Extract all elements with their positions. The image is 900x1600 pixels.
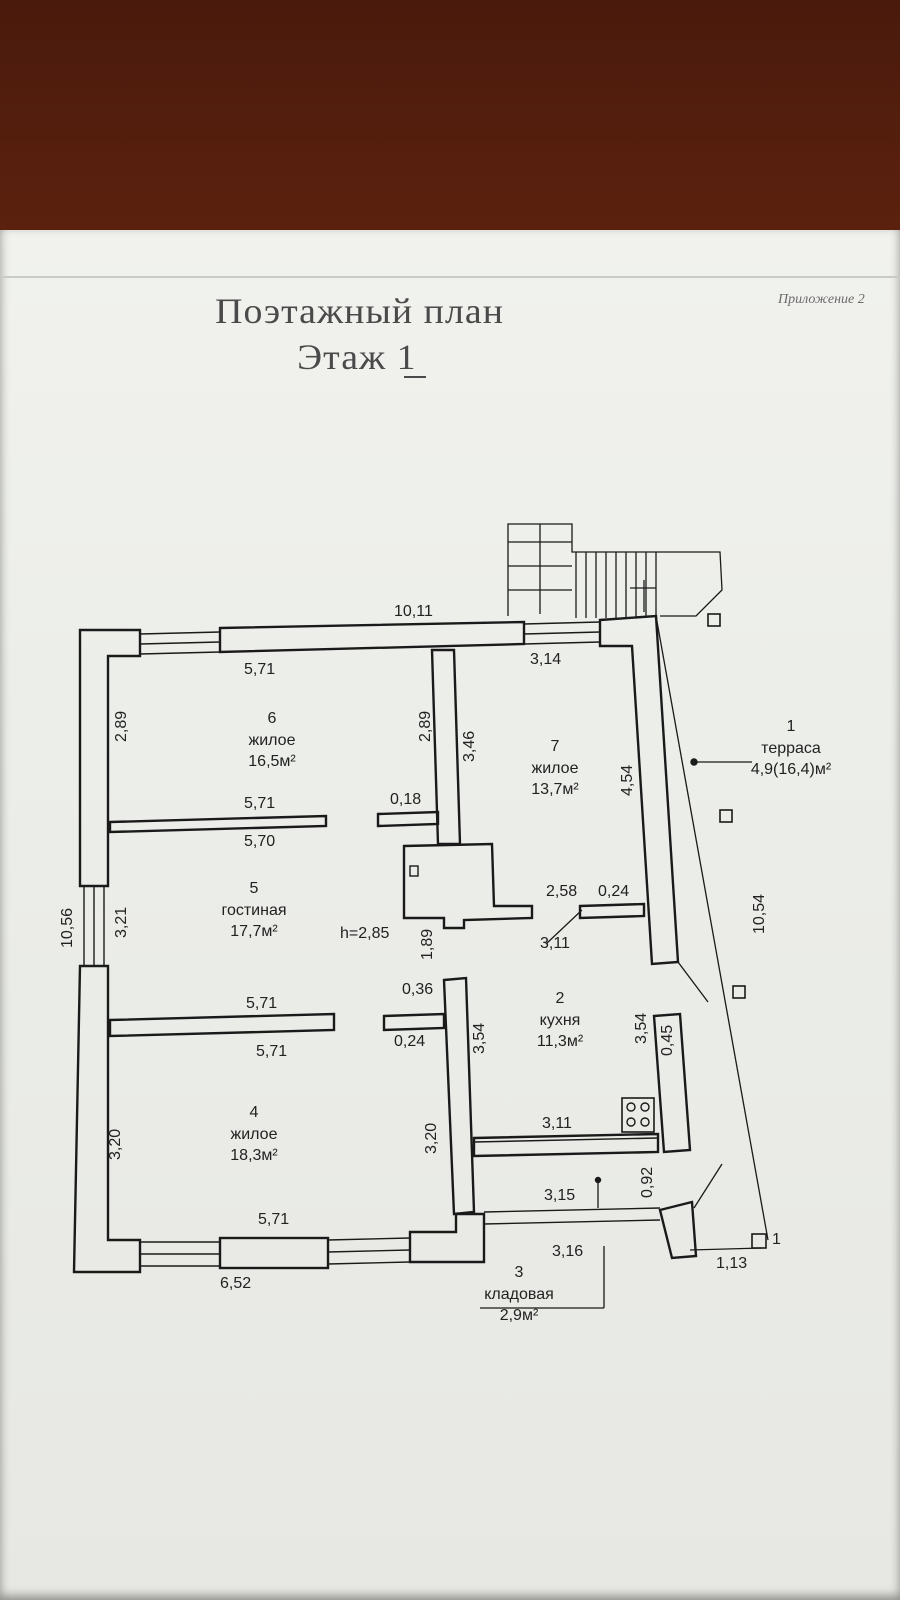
room-1-number: 1	[786, 718, 796, 735]
room-3-number: 3	[514, 1264, 524, 1281]
room-1: 1 терраса 4,9(16,4)м²	[736, 716, 846, 781]
dim-r6-left: 2,89	[113, 710, 130, 742]
room-6-number: 6	[267, 710, 277, 727]
dim-354b: 3,54	[633, 1012, 650, 1044]
room-6: 6 жилое 16,5м²	[232, 708, 312, 773]
stub-258	[578, 902, 646, 920]
wall-left-lower	[72, 964, 142, 1274]
room-3-name: кладовая	[484, 1285, 554, 1303]
dim-r6-top: 5,71	[244, 661, 276, 678]
dim-r4-top: 5,71	[256, 1043, 288, 1060]
wall-right-r7	[598, 614, 680, 966]
dim-r4-bottom: 5,71	[258, 1211, 290, 1228]
wall-r6-r7	[430, 648, 462, 846]
wall-bottom-mid	[218, 1236, 330, 1270]
dim-k-bottom: 3,11	[542, 1115, 572, 1132]
room-3: 3 кладовая 2,9м²	[474, 1262, 564, 1327]
room-5-name: гостиная	[221, 901, 287, 919]
sheet-border-line	[0, 276, 900, 278]
floor-title: Этаж 1	[297, 337, 417, 377]
wall-top	[218, 620, 526, 654]
plan-title: Поэтажный план	[215, 291, 504, 331]
room-4-name: жилое	[230, 1125, 278, 1143]
room-4: 4 жилое 18,3м²	[214, 1102, 294, 1167]
dim-036: 0,36	[402, 981, 434, 998]
dim-r7-left: 3,46	[461, 730, 478, 762]
room-5: 5 гостиная 17,7м²	[204, 878, 304, 943]
dim-r5-top: 5,70	[244, 833, 276, 850]
paper-sheet	[0, 230, 900, 1600]
room-4-number: 4	[249, 1104, 259, 1121]
partition-5-4	[108, 1012, 336, 1038]
room-7-area: 13,7м²	[531, 781, 579, 799]
annex-label: Приложение 2	[778, 292, 865, 307]
room-2-number: 2	[555, 990, 565, 1007]
dim-bottom-total: 6,52	[220, 1275, 252, 1292]
dim-r7-top: 3,14	[530, 651, 562, 668]
dim-320: 3,20	[423, 1122, 440, 1154]
dim-r6-right: 2,89	[417, 710, 434, 742]
dim-top-total: 10,11	[394, 603, 433, 620]
dim-018: 0,18	[390, 791, 422, 808]
partition-6-5	[108, 814, 328, 834]
dim-311a: 3,11	[540, 935, 570, 952]
dim-terrace-right: 10,54	[751, 893, 768, 934]
dim-r5-left: 3,21	[113, 906, 130, 938]
dim-045: 0,45	[659, 1024, 676, 1056]
wall-r4-r2	[442, 976, 476, 1216]
room-7-name: жилое	[531, 759, 579, 777]
wall-r2-right	[652, 1012, 692, 1154]
room-4-area: 18,3м²	[230, 1147, 278, 1165]
room-6-area: 16,5м²	[248, 753, 296, 771]
dim-258: 2,58	[546, 883, 578, 900]
terrace-mark: 1	[772, 1231, 781, 1248]
stove-block	[402, 842, 534, 930]
room-6-name: жилое	[248, 731, 296, 749]
wall-bottom-right	[408, 1212, 486, 1264]
dim-s-bottom: 3,16	[552, 1243, 584, 1260]
dim-189: 1,89	[419, 928, 436, 960]
floor-underline	[404, 376, 426, 378]
room-1-area: 4,9(16,4)м²	[750, 761, 832, 779]
room-5-area: 17,7м²	[230, 923, 278, 941]
dim-s-top: 3,15	[544, 1187, 576, 1204]
room-2-area: 11,3м²	[536, 1033, 584, 1051]
room-7-number: 7	[550, 738, 560, 755]
wall-2-3	[472, 1132, 660, 1158]
dim-354a: 3,54	[471, 1022, 488, 1054]
room-3-area: 2,9м²	[499, 1307, 539, 1325]
stub-018	[376, 810, 440, 828]
wall-top-left	[78, 628, 142, 888]
dim-left-total: 10,56	[59, 907, 76, 948]
room-5-number: 5	[249, 880, 259, 897]
stove-symbol	[621, 1097, 655, 1133]
dim-r7-right: 4,54	[619, 764, 636, 796]
dim-r5-bottom: 5,71	[246, 995, 278, 1012]
room-2: 2 кухня 11,3м²	[520, 988, 600, 1053]
dim-terrace-bottom: 1,13	[716, 1255, 748, 1272]
room-7: 7 жилое 13,7м²	[510, 736, 600, 801]
dim-r4-left: 3,20	[107, 1128, 124, 1160]
stub-036	[382, 1012, 446, 1032]
dim-024a: 0,24	[598, 883, 630, 900]
door-block-right	[658, 1200, 698, 1260]
dim-092: 0,92	[639, 1166, 656, 1198]
room-1-name: терраса	[761, 739, 821, 757]
ceiling-height: h=2,85	[340, 925, 390, 942]
room-2-name: кухня	[539, 1011, 581, 1029]
dim-024b: 0,24	[394, 1033, 426, 1050]
dim-r6-bottom: 5,71	[244, 795, 276, 812]
